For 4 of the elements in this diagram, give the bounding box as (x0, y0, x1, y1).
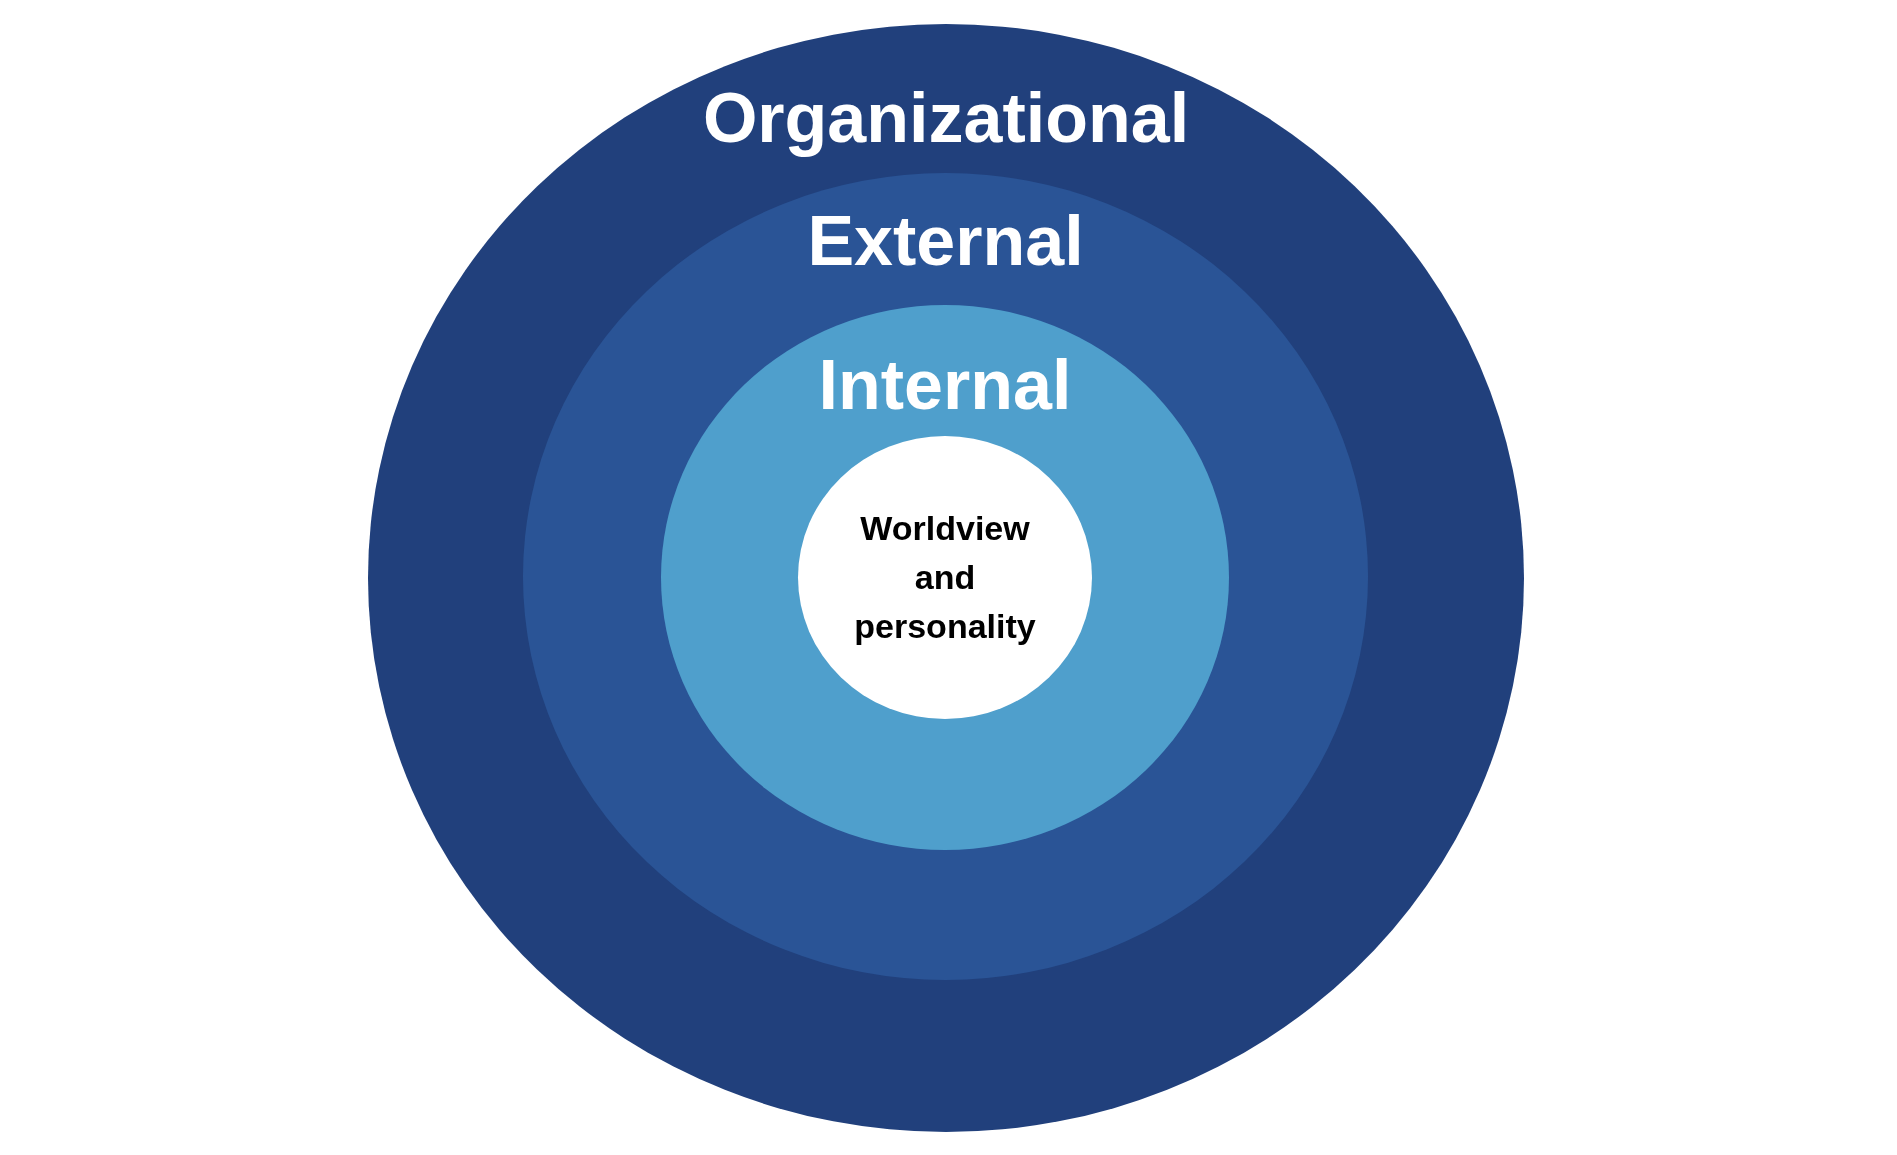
core-label: Worldview and personality (853, 507, 1037, 648)
ring-label: External (806, 203, 1085, 280)
ring-label: Internal (817, 347, 1073, 424)
ring-label: Organizational (701, 80, 1191, 157)
